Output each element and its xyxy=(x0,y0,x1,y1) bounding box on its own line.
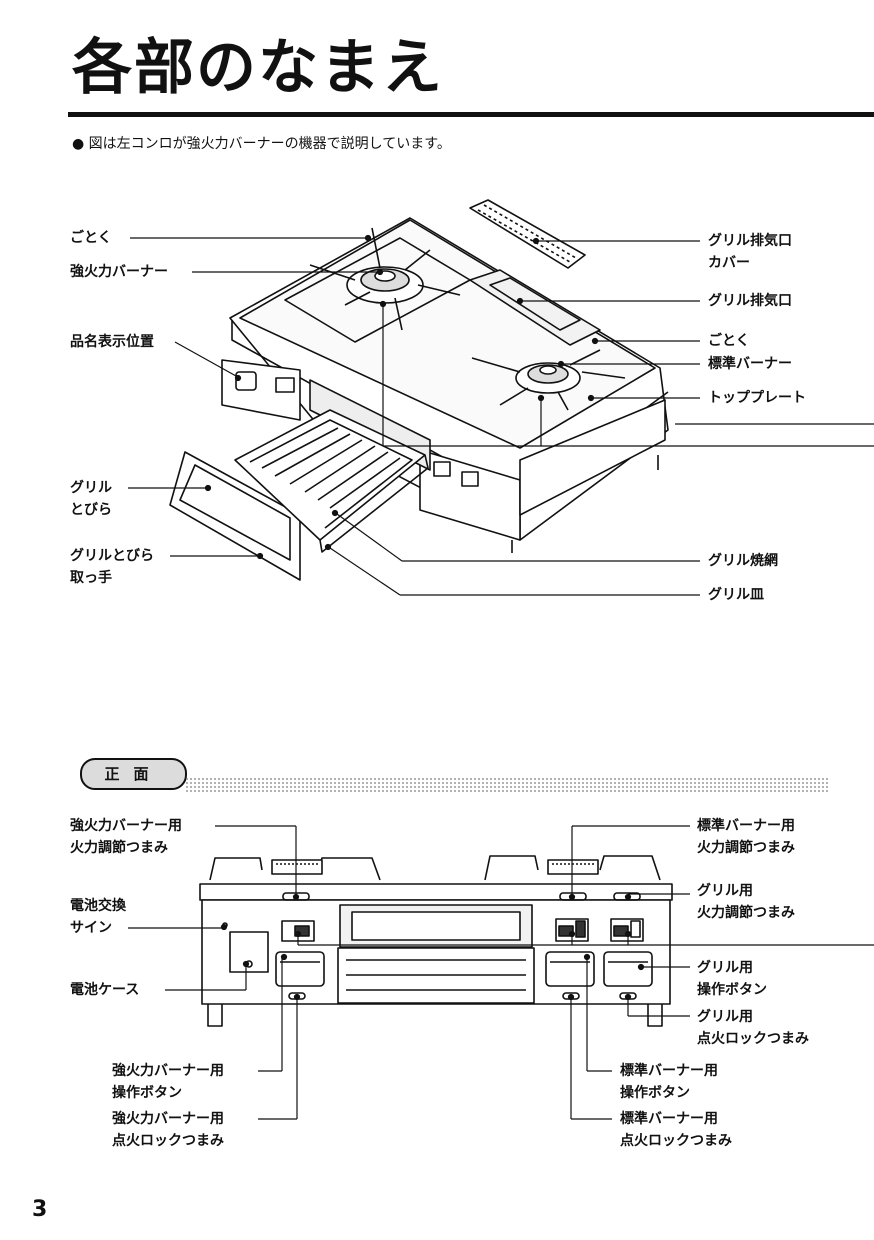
label-grill-door-handle: グリルとびら 取っ手 xyxy=(70,548,154,586)
label-strong-burner: 強火力バーナー xyxy=(70,264,168,280)
label-standard-burner: 標準バーナー xyxy=(708,356,792,372)
page-number: 3 xyxy=(32,1197,48,1222)
label-battery-case: 電池ケース xyxy=(70,982,140,998)
label-grill-net: グリル焼網 xyxy=(708,553,778,569)
label-standard-knob: 標準バーナー用 火力調節つまみ xyxy=(697,818,795,856)
page-title: 各部のなまえ xyxy=(72,33,444,103)
label-gotoku-left: ごとく xyxy=(70,230,112,246)
label-strong-lock: 強火力バーナー用 点火ロックつまみ xyxy=(112,1111,224,1149)
label-standard-lock: 標準バーナー用 点火ロックつまみ xyxy=(620,1111,732,1149)
label-grill-lock: グリル用 点火ロックつまみ xyxy=(697,1009,809,1047)
section-tab-front: 正面 xyxy=(80,758,187,790)
label-strong-knob: 強火力バーナー用 火力調節つまみ xyxy=(70,818,182,856)
label-model-position: 品名表示位置 xyxy=(70,334,154,350)
label-grill-button: グリル用 操作ボタン xyxy=(697,960,767,998)
note-text: ● 図は左コンロが強火力バーナーの機器で説明しています。 xyxy=(72,136,451,152)
stove-top-illustration xyxy=(128,199,874,596)
label-strong-button: 強火力バーナー用 操作ボタン xyxy=(112,1063,224,1101)
label-grill-vent-cover: グリル排気口 カバー xyxy=(708,233,792,271)
label-grill-knob: グリル用 火力調節つまみ xyxy=(697,883,795,921)
stove-front-illustration xyxy=(128,825,874,1120)
label-top-plate: トッププレート xyxy=(708,390,806,406)
label-battery-sign: 電池交換 サイン xyxy=(70,898,126,936)
label-grill-vent: グリル排気口 xyxy=(708,293,792,309)
label-gotoku-right: ごとく xyxy=(708,333,750,349)
label-standard-button: 標準バーナー用 操作ボタン xyxy=(620,1063,718,1101)
label-grill-door: グリル とびら xyxy=(70,480,112,518)
label-grill-tray: グリル皿 xyxy=(708,587,764,603)
section-dot-band xyxy=(185,777,830,793)
title-rule xyxy=(68,112,874,117)
